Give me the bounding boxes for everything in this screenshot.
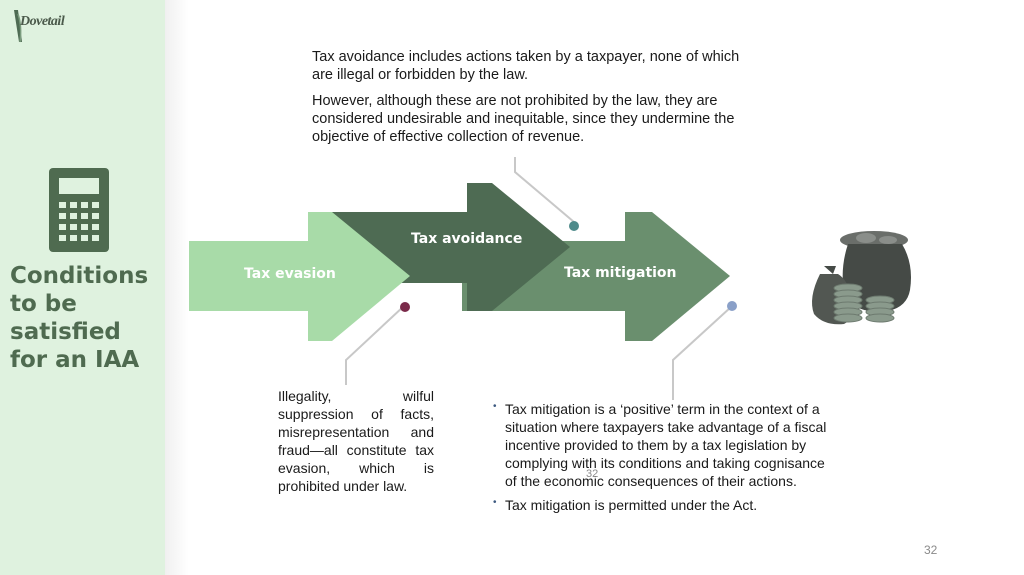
mitigation-point: • Tax mitigation is a ‘positive’ term in… [493,400,833,490]
evasion-description: Illegality, wilful suppression of facts,… [278,388,434,494]
connector-avoidance [514,157,575,223]
connector-mitigation [672,306,732,400]
bullet-icon: • [493,497,497,508]
bullet-icon: • [493,401,497,412]
avoidance-description: Tax avoidance includes actions taken by … [312,48,742,154]
side-title: Conditions to be satisfied for an IAA [10,263,149,373]
calculator-icon [49,168,109,257]
money-bags-icon [806,228,918,335]
evasion-label: Tax evasion [244,266,336,282]
avoidance-paragraph-1: Tax avoidance includes actions taken by … [312,49,740,83]
page-number: 32 [924,543,938,557]
mitigation-point: • Tax mitigation is permitted under the … [493,496,833,514]
logo-text: Dovetail [20,14,65,29]
overlap-page-number: 32 [586,468,599,480]
avoidance-label: Tax avoidance [411,231,523,247]
connector-dot-avoidance [569,221,579,231]
panel-shadow [165,0,189,575]
left-panel [0,0,165,575]
logo [6,6,66,46]
mitigation-label: Tax mitigation [564,265,677,281]
connector-dot-mitigation [727,301,737,311]
evasion-arrow [189,212,410,341]
logo-icon [14,10,22,43]
connector-evasion [345,305,405,385]
avoidance-paragraph-2: However, although these are not prohibit… [312,93,735,145]
mitigation-description: • Tax mitigation is a ‘positive’ term in… [493,400,833,520]
mitigation-point-text: Tax mitigation is permitted under the Ac… [505,497,758,513]
mitigation-point-text: Tax mitigation is a ‘positive’ term in t… [505,401,827,489]
connector-dot-evasion [400,302,410,312]
